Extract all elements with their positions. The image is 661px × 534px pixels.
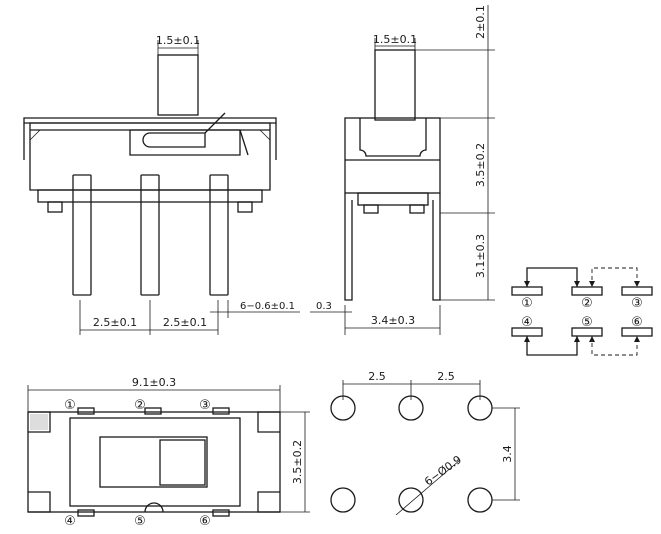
bottom-pin-1: ① xyxy=(64,398,76,413)
front-view: 1.5±0.1 2.5±0.1 2.5±0.1 6−0.6±0.1 xyxy=(23,34,300,335)
schematic-pin-5: ⑤ xyxy=(581,315,593,330)
dim-pin-width: 6−0.6±0.1 xyxy=(240,301,295,312)
schematic-pin-2: ② xyxy=(581,296,593,311)
dim-body-height: 3.5±0.2 xyxy=(474,143,487,187)
dim-hole-row-spacing: 3.4 xyxy=(501,445,514,463)
schematic-pin-4: ④ xyxy=(521,315,533,330)
dim-hole-diameter: 6−Ø0.9 xyxy=(422,453,464,488)
pin-schematic: ① ② ③ ④ ⑤ ⑥ xyxy=(511,267,653,356)
side-view: 1.5±0.1 3.4±0.3 0.3 2±0.1 3.5±0.2 3.1±0.… xyxy=(310,5,495,335)
dim-body-length: 9.1±0.3 xyxy=(132,376,176,389)
bottom-pin-2: ② xyxy=(134,398,146,413)
bottom-pin-3: ③ xyxy=(199,398,211,413)
schematic-pin-1: ① xyxy=(521,296,533,311)
schematic-pin-3: ③ xyxy=(631,296,643,311)
dim-side-width: 3.4±0.3 xyxy=(371,314,415,327)
dim-actuator-width-side: 1.5±0.1 xyxy=(373,33,417,46)
pcb-layout: 2.5 2.5 3.4 6−Ø0.9 xyxy=(330,370,520,516)
bottom-pin-4: ④ xyxy=(64,514,76,529)
dim-pin-length: 3.1±0.3 xyxy=(474,234,487,278)
schematic-pin-6: ⑥ xyxy=(631,315,643,330)
actuator-side xyxy=(374,49,416,121)
dim-pin-pitch-1: 2.5±0.1 xyxy=(93,316,137,329)
dim-body-depth: 3.5±0.2 xyxy=(291,440,304,484)
bottom-view: 9.1±0.3 ① ② ③ ④ ⑤ ⑥ 3.5±0.2 xyxy=(27,376,310,529)
dim-actuator-width: 1.5±0.1 xyxy=(156,34,200,47)
dim-hole-pitch-1: 2.5 xyxy=(368,370,386,383)
dim-hole-pitch-2: 2.5 xyxy=(437,370,455,383)
dim-pin-thickness: 0.3 xyxy=(316,301,332,312)
bottom-pin-6: ⑥ xyxy=(199,514,211,529)
bottom-pin-5: ⑤ xyxy=(134,514,146,529)
actuator xyxy=(157,54,199,116)
dim-actuator-height: 2±0.1 xyxy=(474,5,487,39)
dim-pin-pitch-2: 2.5±0.1 xyxy=(163,316,207,329)
